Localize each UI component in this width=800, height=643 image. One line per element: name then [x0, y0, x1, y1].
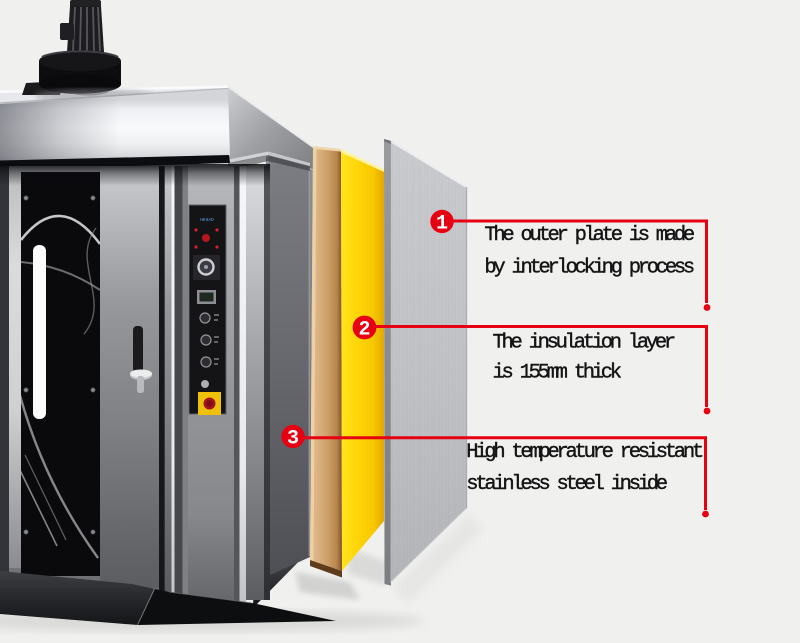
svg-text:The insulation layer: The insulation layer	[493, 332, 675, 355]
svg-text:is 155mm thick: is 155mm thick	[493, 362, 622, 385]
svg-text:High temperature resistant: High temperature resistant	[466, 441, 703, 464]
svg-text:stainless steel inside: stainless steel inside	[466, 473, 666, 496]
svg-text:HEHAO: HEHAO	[200, 217, 214, 223]
svg-text:2: 2	[358, 319, 370, 342]
svg-text:3: 3	[287, 428, 299, 451]
svg-text:by interlocking process: by interlocking process	[484, 257, 693, 280]
svg-text:1: 1	[436, 213, 448, 236]
svg-text:The outer plate is made: The outer plate is made	[484, 224, 693, 247]
